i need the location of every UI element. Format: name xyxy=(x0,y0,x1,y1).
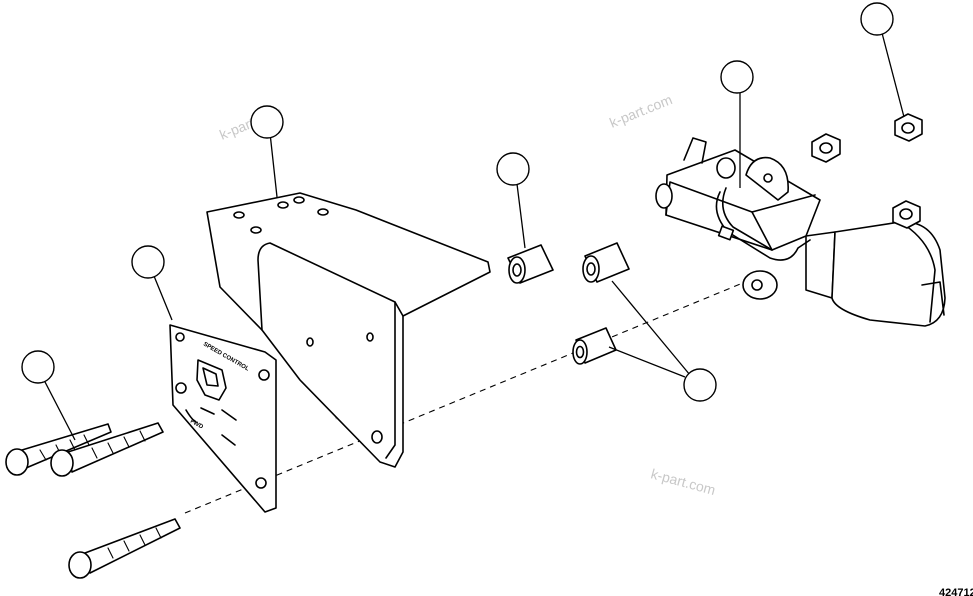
callout-plate xyxy=(131,245,173,321)
nut-1 xyxy=(811,133,841,163)
speed-control-plate: SPEED CONTROL FWD xyxy=(169,324,277,513)
watermark-2: k-part.com xyxy=(607,91,674,131)
reference-code: 424712 xyxy=(939,587,973,596)
callout-spacer xyxy=(496,152,530,249)
bolt-upper xyxy=(5,423,112,476)
spacer-b xyxy=(582,242,630,283)
spacer-a xyxy=(507,244,554,284)
bolt-lower xyxy=(68,518,181,579)
bolt-middle xyxy=(50,422,164,477)
mounting-bracket xyxy=(206,192,491,468)
callout-bracket xyxy=(250,105,284,198)
callout-nut xyxy=(860,2,905,118)
spacer-c xyxy=(572,327,617,365)
callout-bushings xyxy=(608,280,717,402)
switch-assembly xyxy=(655,137,946,327)
callout-bolts xyxy=(21,350,76,441)
callout-switch-assembly xyxy=(720,60,754,188)
nut-3 xyxy=(892,200,921,229)
watermark-4: k-part.com xyxy=(649,465,717,498)
nut-2 xyxy=(894,113,923,142)
assembly-axis-line xyxy=(184,279,751,514)
